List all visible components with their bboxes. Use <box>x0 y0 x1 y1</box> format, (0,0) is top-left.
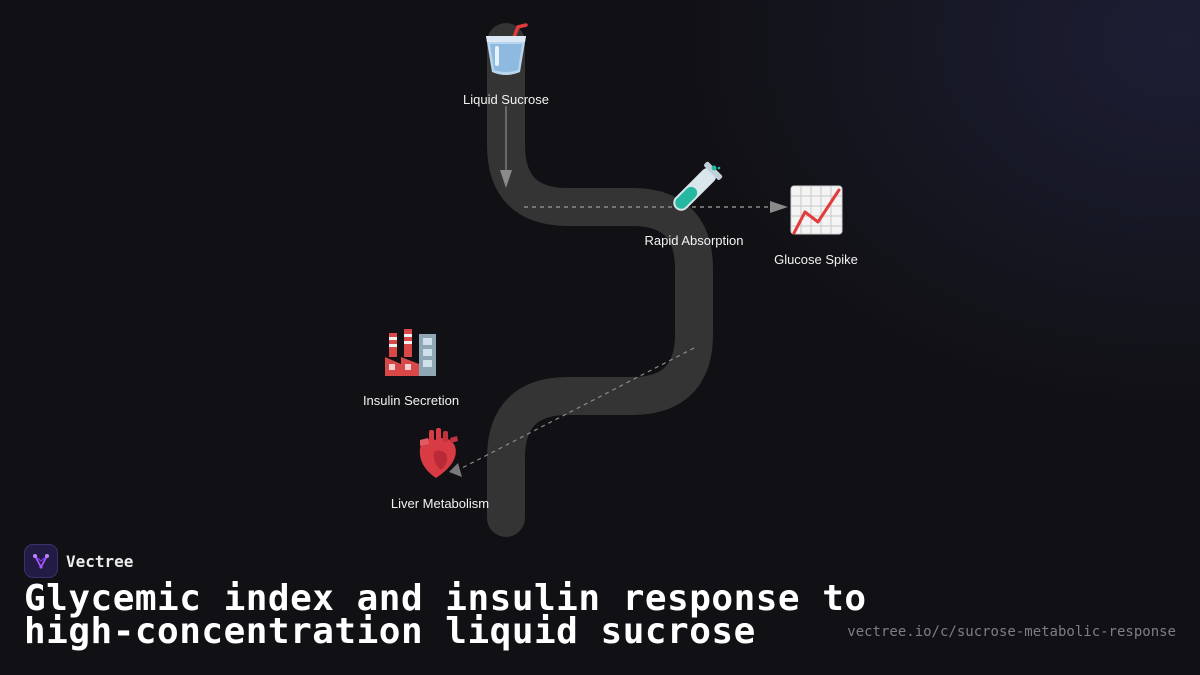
node-liquid-sucrose: Liquid Sucrose <box>463 23 549 107</box>
node-label: Liver Metabolism <box>391 496 489 511</box>
edge-insulin-to-liver <box>449 347 695 477</box>
source-url: vectree.io/c/sucrose-metabolic-response <box>847 624 1176 640</box>
brand-name: Vectree <box>66 551 134 571</box>
edge-absorption-to-spike <box>524 201 788 213</box>
title-line-2: high-concentration liquid sucrose <box>24 611 756 652</box>
node-label: Liquid Sucrose <box>463 92 549 107</box>
node-label: Insulin Secretion <box>363 393 459 408</box>
flow-path <box>487 23 713 537</box>
brand: Vectree <box>24 544 133 578</box>
node-liver-metabolism: Liver Metabolism <box>391 428 489 511</box>
test-tube-icon <box>673 161 723 211</box>
node-label: Glucose Spike <box>774 252 858 267</box>
node-rapid-absorption: Rapid Absorption <box>644 161 744 248</box>
title-line-1: Glycemic index and insulin response to <box>24 578 867 619</box>
vectree-logo-icon <box>24 544 58 578</box>
chart-increasing-icon <box>790 185 843 235</box>
edge-sucrose-to-absorption <box>500 106 512 188</box>
page-title: Glycemic index and insulin response to h… <box>24 578 867 652</box>
node-glucose-spike: Glucose Spike <box>774 185 858 267</box>
node-label: Rapid Absorption <box>644 233 743 248</box>
anatomical-heart-icon <box>419 428 458 478</box>
node-insulin-secretion: Insulin Secretion <box>363 329 459 408</box>
cup-with-straw-icon <box>486 23 528 75</box>
factory-icon <box>385 329 436 376</box>
